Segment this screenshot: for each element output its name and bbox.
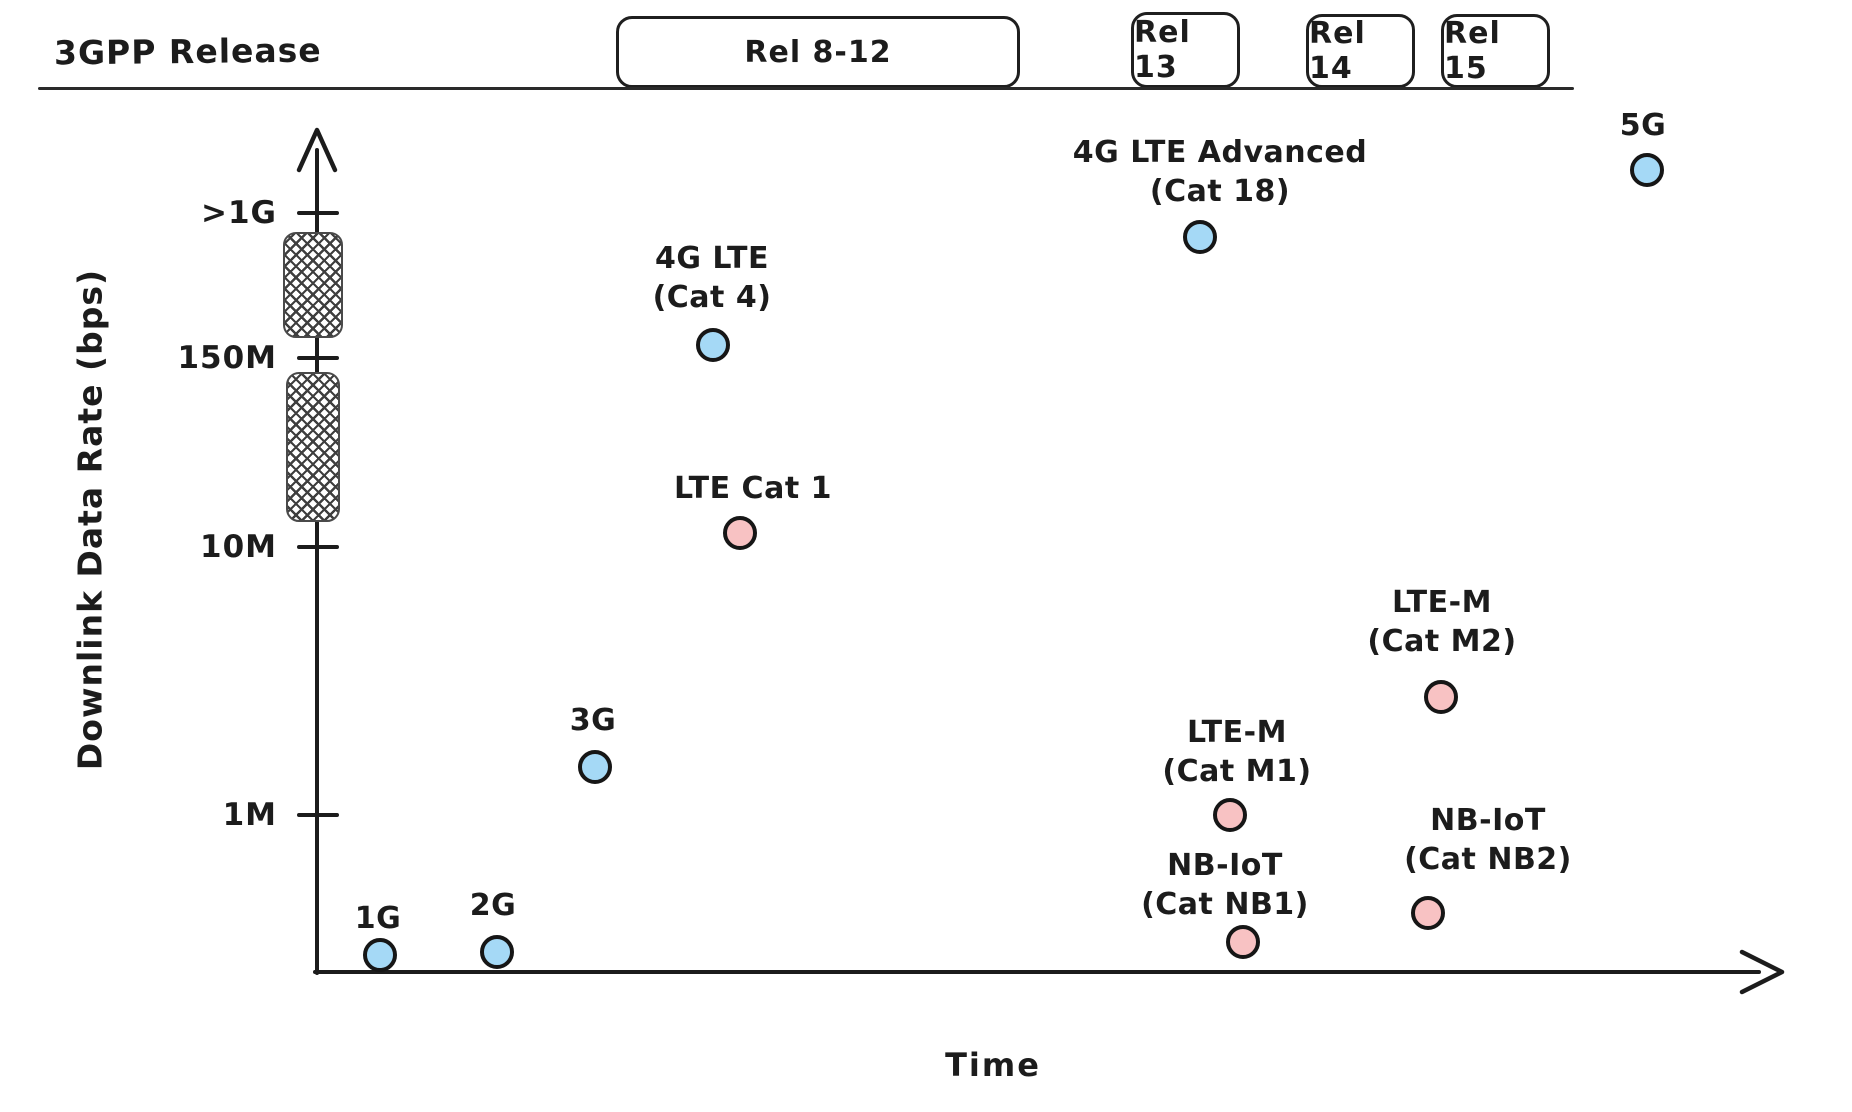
- header-divider: [38, 87, 1574, 90]
- data-point-label-2g: 2G: [469, 888, 517, 923]
- data-point-4g-lte-cat-4: [696, 328, 730, 362]
- data-point-label-nb-iot-cat-nb1: NB-IoT(Cat NB1): [1141, 848, 1309, 922]
- release-box-rel-13: Rel 13: [1131, 12, 1240, 88]
- data-point-label-lte-cat-1: LTE Cat 1: [674, 471, 832, 506]
- y-axis-line: [315, 148, 319, 975]
- y-tick-0: [297, 211, 339, 215]
- y-tick-3: [297, 813, 339, 817]
- y-tick-1: [297, 356, 339, 360]
- y-axis-label: Downlink Data Rate (bps): [70, 268, 110, 771]
- data-point-1g: [363, 938, 397, 972]
- x-axis-label: Time: [945, 1046, 1041, 1084]
- release-box-rel-15: Rel 15: [1441, 14, 1550, 88]
- x-axis-line: [313, 970, 1761, 974]
- y-tick-label-0: >1G: [201, 195, 277, 231]
- release-box-label: Rel 8-12: [744, 34, 892, 70]
- y-tick-label-2: 10M: [200, 529, 277, 565]
- release-box-rel-14: Rel 14: [1306, 14, 1415, 88]
- data-point-lte-cat-1: [723, 516, 757, 550]
- release-box-label: Rel 13: [1134, 15, 1191, 85]
- y-tick-label-1: 150M: [177, 340, 277, 376]
- y-axis-arrow-icon: [296, 127, 338, 173]
- release-box-rel-8-12: Rel 8-12: [616, 16, 1020, 88]
- data-point-5g: [1630, 153, 1664, 187]
- data-point-lte-m-cat-m2: [1424, 680, 1458, 714]
- y-axis-break-upper: [283, 232, 343, 338]
- data-point-label-4g-lte-cat-4: 4G LTE(Cat 4): [652, 241, 772, 315]
- y-tick-label-3: 1M: [222, 797, 277, 833]
- release-box-label: Rel 14: [1309, 16, 1366, 86]
- x-axis-arrow-icon: [1739, 949, 1785, 995]
- data-point-2g: [480, 935, 514, 969]
- y-axis-break-lower: [286, 372, 340, 522]
- data-point-lte-m-cat-m1: [1213, 798, 1247, 832]
- data-point-label-1g: 1G: [354, 901, 402, 936]
- release-box-label: Rel 15: [1444, 16, 1501, 86]
- data-point-nb-iot-cat-nb2: [1411, 896, 1445, 930]
- data-point-label-lte-m-cat-m1: LTE-M(Cat M1): [1162, 715, 1312, 789]
- data-point-label-5g: 5G: [1619, 108, 1667, 143]
- data-point-4g-lte-advanced-cat-18: [1183, 220, 1217, 254]
- data-point-nb-iot-cat-nb1: [1226, 925, 1260, 959]
- data-point-label-3g: 3G: [569, 703, 617, 738]
- data-point-label-4g-lte-advanced-cat-18: 4G LTE Advanced(Cat 18): [1072, 135, 1368, 209]
- y-tick-2: [297, 545, 339, 549]
- data-point-label-nb-iot-cat-nb2: NB-IoT(Cat NB2): [1404, 803, 1572, 877]
- data-point-3g: [578, 750, 612, 784]
- data-point-label-lte-m-cat-m2: LTE-M(Cat M2): [1367, 585, 1517, 659]
